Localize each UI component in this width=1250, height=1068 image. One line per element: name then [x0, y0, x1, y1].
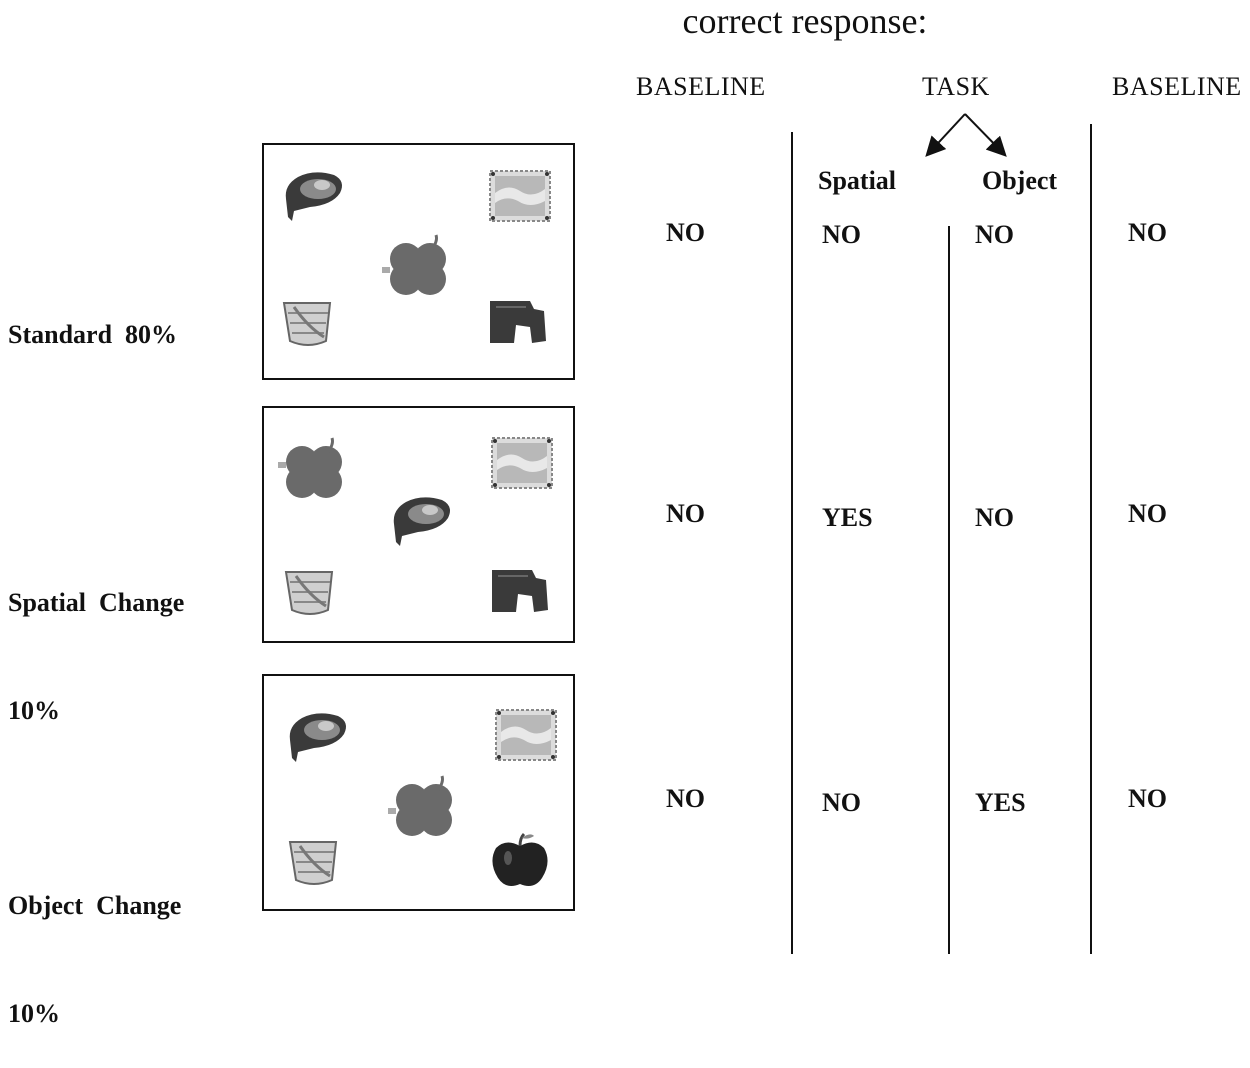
response-object-object: YES [975, 788, 1026, 817]
stimulus-panel-object-change [262, 674, 575, 911]
response-standard-baseline-left: NO [666, 218, 705, 247]
row-label-spatial-change: Spatial Change 10% [8, 513, 184, 765]
response-object-baseline-left: NO [666, 784, 705, 813]
divider-spatial-object [948, 226, 950, 954]
row-label-line: 10% [8, 696, 60, 725]
row-label-line: Standard 80% [8, 320, 178, 349]
response-spatial-baseline-left: NO [666, 499, 705, 528]
divider-task-baseline [1090, 124, 1092, 954]
row-label-line: 10% [8, 999, 60, 1028]
response-spatial-object: NO [975, 503, 1014, 532]
row-label-standard: Standard 80% [8, 245, 177, 389]
subheader-object: Object [982, 166, 1058, 195]
response-spatial-spatial: YES [822, 503, 873, 532]
basket-icon [284, 571, 334, 615]
stimulus-panel-standard [262, 143, 575, 380]
row-label-object-change: Object Change 10% [8, 816, 181, 1068]
shoe-icon [393, 497, 450, 546]
header-task: TASK [922, 72, 990, 101]
boot-shape-icon [490, 301, 546, 343]
clover-icon [382, 234, 446, 295]
response-standard-baseline-right: NO [1128, 218, 1167, 247]
clover-icon [278, 437, 342, 498]
header-baseline-left: BASELINE [636, 72, 766, 101]
row-label-line: Object Change [8, 891, 182, 920]
picture-frame-icon [495, 709, 557, 761]
diagram-title: correct response: [682, 1, 928, 41]
header-baseline-right: BASELINE [1112, 72, 1242, 101]
response-object-baseline-right: NO [1128, 784, 1167, 813]
stimulus-panel-spatial-change [262, 406, 575, 643]
row-label-line: Spatial Change [8, 588, 185, 617]
response-standard-spatial: NO [822, 220, 861, 249]
task-split-arrows [925, 113, 1007, 157]
basket-icon [282, 302, 332, 346]
response-spatial-baseline-right: NO [1128, 499, 1167, 528]
boot-shape-icon [492, 570, 548, 612]
shoe-icon [285, 172, 342, 221]
response-standard-object: NO [975, 220, 1014, 249]
response-object-spatial: NO [822, 788, 861, 817]
basket-icon [288, 841, 338, 885]
picture-frame-icon [491, 437, 553, 489]
apple-icon [492, 832, 548, 886]
shoe-icon [289, 713, 346, 762]
clover-icon [388, 775, 452, 836]
picture-frame-icon [489, 170, 551, 222]
divider-baseline-task [791, 132, 793, 954]
subheader-spatial: Spatial [818, 166, 897, 195]
